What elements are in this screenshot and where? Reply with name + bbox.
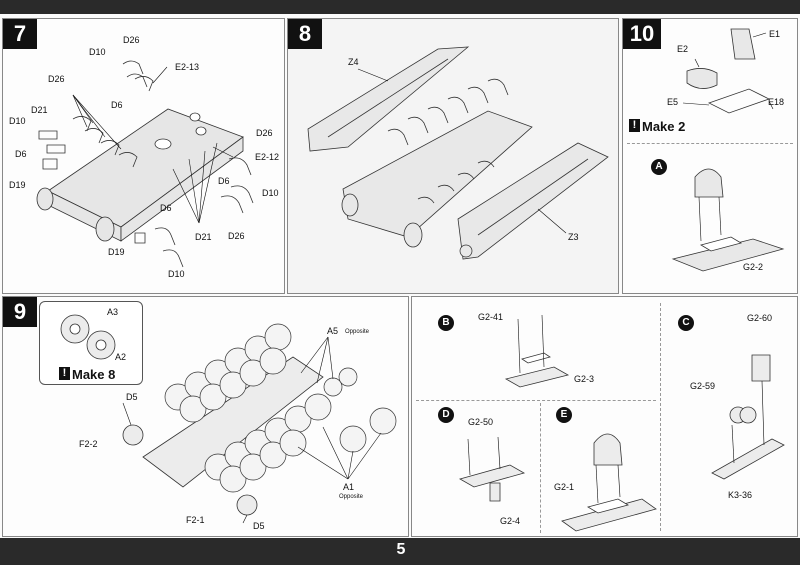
part-k3-36: K3-36 (728, 490, 753, 500)
part-a5: A5 (327, 326, 339, 336)
part-g2-59: G2-59 (690, 381, 716, 391)
page-number: 5 (396, 541, 406, 558)
part-g2-4: G2-4 (500, 516, 521, 526)
part-g2-60: G2-60 (747, 313, 773, 323)
part-g2-3: G2-3 (574, 374, 595, 384)
part-e2-12: E2-12 (255, 152, 280, 162)
top-border-bar (0, 0, 800, 14)
step-9-number: 9 (3, 297, 37, 327)
part-d10: D10 (168, 269, 185, 279)
part-a5-note: Opposite (345, 329, 370, 335)
part-a2: A2 (115, 352, 127, 362)
divider-line (660, 303, 661, 531)
part-a3: A3 (107, 307, 119, 317)
hull-suspension-drawing (36, 60, 254, 268)
sub-step-b-icon: B (438, 315, 454, 331)
part-e2: E2 (677, 44, 689, 54)
step-8-panel: 8 (287, 18, 619, 294)
make-8-callout: !Make 8 (59, 367, 115, 382)
step-10-number: 10 (623, 19, 661, 49)
part-f2-1: F2-1 (186, 515, 205, 525)
part-d19: D19 (9, 180, 26, 190)
part-d5: D5 (126, 392, 138, 402)
part-d6: D6 (15, 149, 27, 159)
sub-steps-panel: B G2-41 G2-3 C G2-60 G2-59 K3-36 D G2-50… (411, 296, 798, 537)
part-e5: E5 (667, 97, 679, 107)
part-d21: D21 (31, 105, 48, 115)
part-d10: D10 (262, 188, 279, 198)
divider-line (540, 403, 541, 533)
part-d19: D19 (108, 247, 125, 257)
part-a1: A1 (343, 482, 355, 492)
part-e18: E18 (768, 97, 785, 107)
part-e1: E1 (769, 29, 781, 39)
part-d26: D26 (123, 35, 140, 45)
step-9-panel: 9 (2, 296, 409, 537)
step-8-number: 8 (288, 19, 322, 49)
make-2-text: Make 2 (642, 119, 686, 134)
make-2-callout: !Make 2 (629, 119, 685, 134)
exclamation-box-icon: ! (59, 367, 70, 380)
hull-fenders-drawing (307, 46, 609, 260)
divider-line (416, 400, 656, 401)
part-d26: D26 (256, 128, 273, 138)
step-10-panel: 10 E1 E2 E5 E18 !Make 2 (622, 18, 798, 294)
part-d10: D10 (89, 47, 106, 57)
step-7-panel: 7 (2, 18, 285, 294)
part-g2-50: G2-50 (468, 417, 494, 427)
sub-step-e-icon: E (556, 407, 572, 423)
part-d5: D5 (253, 521, 265, 531)
part-z4: Z4 (348, 57, 359, 67)
part-d26: D26 (228, 231, 245, 241)
part-d10: D10 (9, 116, 26, 126)
part-f2-2: F2-2 (79, 439, 98, 449)
part-e2-13: E2-13 (175, 62, 200, 72)
part-z3: Z3 (568, 232, 579, 242)
divider-line (627, 143, 793, 144)
part-g2-41: G2-41 (478, 312, 504, 322)
part-a1-note: Opposite (339, 494, 364, 500)
road-wheels-drawing (60, 314, 397, 524)
part-g2-1: G2-1 (554, 482, 575, 492)
part-d6: D6 (160, 203, 172, 213)
sub-step-c-icon: C (678, 315, 694, 331)
part-d6: D6 (111, 100, 123, 110)
exclamation-box-icon: ! (629, 119, 640, 132)
part-d6: D6 (218, 176, 230, 186)
sub-step-d-icon: D (438, 407, 454, 423)
bottom-border-bar (0, 538, 800, 565)
step-7-number: 7 (3, 19, 37, 49)
seat-assembly-drawing (671, 28, 785, 272)
sub-steps-drawing (458, 314, 785, 532)
part-d21: D21 (195, 232, 212, 242)
sub-step-a-icon: A (651, 159, 667, 175)
part-d26: D26 (48, 74, 65, 84)
make-8-text: Make 8 (72, 367, 116, 382)
part-g2-2: G2-2 (743, 262, 764, 272)
